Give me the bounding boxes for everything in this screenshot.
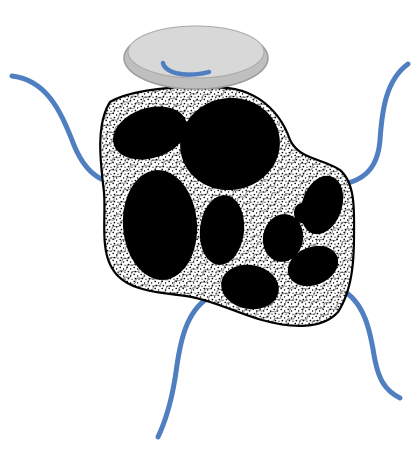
cell-lower-small	[294, 203, 310, 223]
tendril-top-right	[348, 64, 408, 183]
tendril-bottom-left	[158, 298, 208, 437]
tendril-bottom-right	[342, 290, 400, 398]
tendril-top-left	[12, 76, 110, 182]
cap	[124, 26, 268, 89]
cap-ring	[128, 26, 264, 78]
